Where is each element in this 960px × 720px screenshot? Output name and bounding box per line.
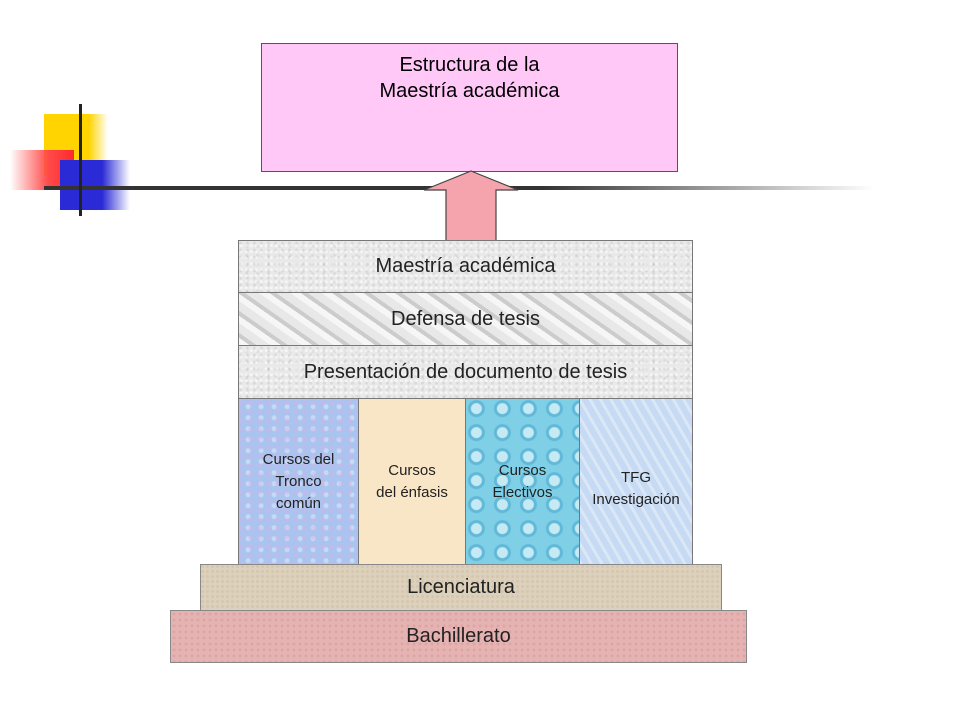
column-2-line-1: Cursos xyxy=(388,462,436,480)
level-licenciatura-label: Licenciatura xyxy=(407,576,515,598)
level-defensa: Defensa de tesis xyxy=(238,292,693,346)
decorative-blue-square xyxy=(60,160,130,210)
column-tronco-comun: Cursos del Tronco común xyxy=(238,398,359,566)
column-1-line-2: Tronco xyxy=(275,473,322,491)
column-tfg: TFG Investigación xyxy=(579,398,693,566)
level-presentacion: Presentación de documento de tesis xyxy=(238,345,693,399)
level-bachillerato-label: Bachillerato xyxy=(406,625,511,647)
level-defensa-label: Defensa de tesis xyxy=(391,307,540,330)
level-maestria-label: Maestría académica xyxy=(375,255,556,277)
column-2-line-2: del énfasis xyxy=(376,484,448,501)
column-3-line-2: Electivos xyxy=(492,484,553,501)
column-enfasis: Cursos del énfasis xyxy=(358,398,466,566)
column-1-line-3: común xyxy=(275,494,322,512)
column-1-line-1: Cursos del xyxy=(262,451,335,469)
level-maestria: Maestría académica xyxy=(238,240,693,293)
column-electivos: Cursos Electivos xyxy=(465,398,580,566)
level-presentacion-label: Presentación de documento de tesis xyxy=(303,360,628,383)
level-licenciatura: Licenciatura xyxy=(200,564,722,611)
title-line-1: Estructura de la xyxy=(399,54,540,76)
decorative-vertical-line xyxy=(79,104,82,216)
column-4-line-2: Investigación xyxy=(592,491,680,508)
column-3-line-1: Cursos xyxy=(498,462,547,480)
title-box: Estructura de la Maestría académica xyxy=(261,43,678,172)
up-arrow-icon xyxy=(423,170,519,242)
level-bachillerato: Bachillerato xyxy=(170,610,747,663)
column-4-line-1: TFG xyxy=(621,469,651,487)
title-line-2: Maestría académica xyxy=(379,80,560,102)
